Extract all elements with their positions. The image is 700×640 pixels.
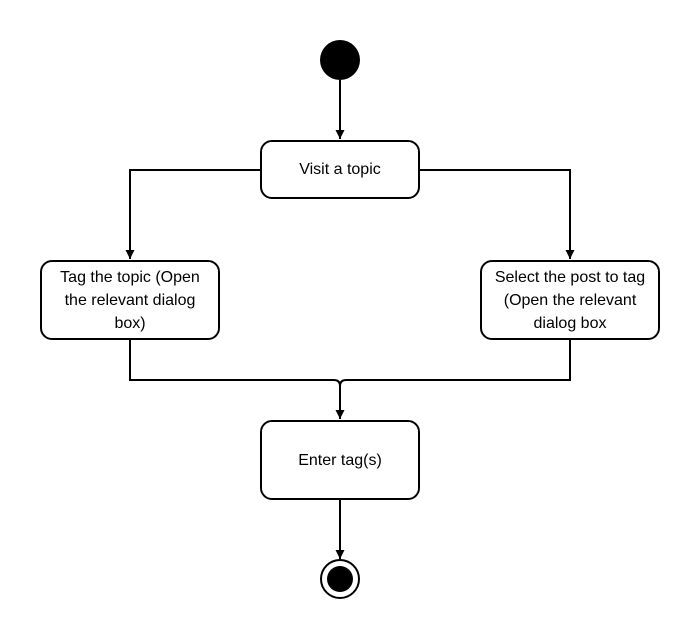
- activity-select-post: Select the post to tag (Open the relevan…: [480, 260, 660, 340]
- activity-visit-topic-label: Visit a topic: [299, 161, 381, 178]
- final-node-core: [327, 566, 353, 592]
- edge-tag-topic-to-merge: [129, 340, 334, 381]
- edge-visit-to-tag-topic: [125, 169, 260, 259]
- initial-node: [320, 40, 360, 80]
- activity-enter-tags: Enter tag(s): [260, 420, 420, 500]
- activity-tag-topic: Tag the topic (Open the relevant dialog …: [40, 260, 220, 340]
- activity-tag-topic-label: Tag the topic (Open the relevant dialog …: [60, 268, 200, 332]
- activity-select-post-label: Select the post to tag (Open the relevan…: [494, 268, 646, 332]
- activity-enter-tags-label: Enter tag(s): [298, 451, 382, 469]
- edge-visit-to-select-post: [420, 169, 575, 259]
- edge-merge-hop-right: [339, 379, 347, 387]
- activity-visit-topic: Visit a topic: [260, 140, 420, 199]
- edge-select-post-to-merge: [346, 340, 571, 381]
